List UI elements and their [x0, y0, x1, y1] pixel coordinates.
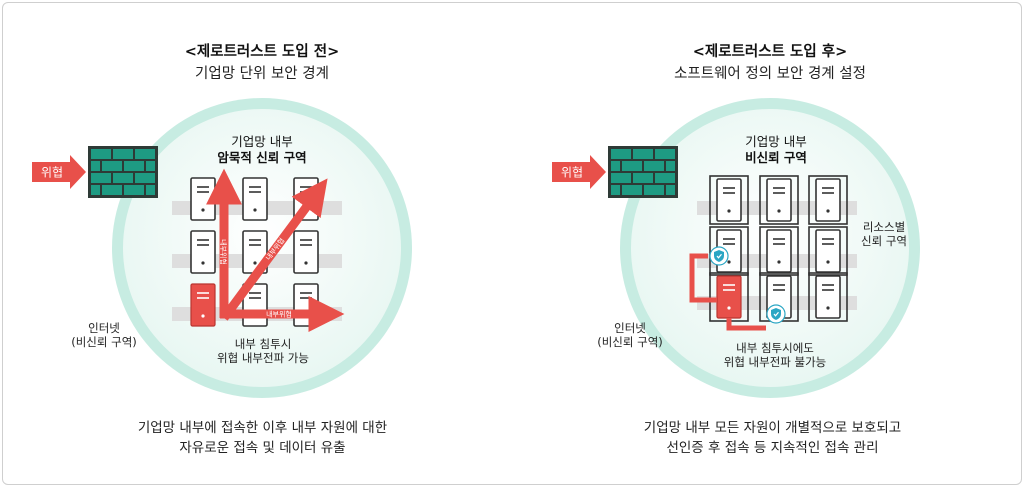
left-subtitle: 기업망 단위 보안 경계: [195, 66, 329, 82]
right-trust-zone-1: [709, 175, 749, 225]
right-resource-label-2: 신뢰 구역: [861, 234, 907, 248]
left-internet-label: 인터넷 (비신뢰 구역): [64, 321, 144, 349]
right-server-9: [815, 275, 841, 319]
left-server-6: [293, 230, 319, 274]
right-blocked-path-up: [689, 253, 717, 303]
left-threat-arrow: [32, 155, 86, 189]
right-inner-label: 기업망 내부 비신뢰 구역: [706, 134, 846, 166]
left-internet-label-2: (비신뢰 구역): [71, 335, 137, 349]
right-caption: 기업망 내부 모든 자원이 개별적으로 보호되고 선인증 후 접속 등 지속적인…: [600, 418, 945, 458]
left-server-9: [293, 283, 319, 327]
right-server-1: [716, 178, 742, 222]
right-caption-2: 선인증 후 접속 등 지속적인 접속 관리: [666, 440, 879, 456]
left-arrow-vertical-label: 내부위협: [219, 239, 228, 265]
left-intrusion-label: 내부 침투시 위협 내부전파 가능: [198, 337, 328, 365]
left-server-compromised: [190, 283, 216, 327]
right-server-5: [766, 229, 792, 273]
left-server-2: [242, 177, 268, 221]
right-internet-label: 인터넷 (비신뢰 구역): [590, 321, 670, 349]
left-server-1: [190, 177, 216, 221]
left-zone: 내부위협 내부위협 내부위협 위협: [32, 98, 412, 398]
left-caption-1: 기업망 내부에 접속한 이후 내부 자원에 대한: [137, 420, 388, 436]
right-inner-label-1: 기업망 내부: [745, 134, 807, 149]
right-trust-zone-9: [808, 272, 848, 322]
right-trust-zone-4: [709, 226, 749, 276]
left-intrusion-label-2: 위협 내부전파 가능: [217, 351, 309, 365]
right-intrusion-label-1: 내부 침투시에도: [736, 341, 814, 355]
right-threat-arrow: [552, 155, 606, 189]
left-caption-2: 자유로운 접속 및 데이터 유출: [179, 440, 346, 456]
right-trust-zone-2: [759, 175, 799, 225]
right-resource-label: 리소스별 신뢰 구역: [854, 220, 914, 248]
right-threat-label: 위협: [561, 166, 583, 180]
left-arrow-horizontal-label: 내부위협: [266, 310, 292, 319]
left-title: <제로트러스트 도입 전>: [184, 44, 340, 60]
left-inner-label-1: 기업망 내부: [231, 134, 293, 149]
left-firewall-icon: [88, 146, 158, 198]
right-server-compromised: [716, 275, 742, 319]
right-trust-zone-6: [808, 226, 848, 276]
right-trust-zone-3: [808, 175, 848, 225]
left-server-4: [190, 230, 216, 274]
left-intrusion-label-1: 내부 침투시: [234, 337, 292, 351]
right-subtitle: 소프트웨어 정의 보안 경계 설정: [674, 66, 866, 82]
left-caption: 기업망 내부에 접속한 이후 내부 자원에 대한 자유로운 접속 및 데이터 유…: [90, 418, 435, 458]
left-internet-label-1: 인터넷: [88, 321, 120, 335]
right-server-2: [766, 178, 792, 222]
right-zone: 위협: [552, 98, 920, 398]
right-blocked-path-right: [726, 318, 766, 331]
right-shield-icon-2: [766, 304, 786, 324]
left-threat-label: 위협: [41, 166, 63, 180]
right-internet-label-2: (비신뢰 구역): [597, 335, 663, 349]
right-server-3: [815, 178, 841, 222]
right-intrusion-label-2: 위협 내부전파 불가능: [723, 355, 827, 369]
right-resource-label-1: 리소스별: [862, 220, 906, 234]
left-inner-label: 기업망 내부 암묵적 신뢰 구역: [192, 134, 332, 166]
right-server-6: [815, 229, 841, 273]
left-inner-label-2: 암묵적 신뢰 구역: [217, 150, 307, 165]
right-inner-label-2: 비신뢰 구역: [745, 150, 807, 165]
right-internet-label-1: 인터넷: [614, 321, 646, 335]
right-shield-icon-1: [709, 246, 729, 266]
right-firewall-icon: [608, 146, 678, 198]
right-caption-1: 기업망 내부 모든 자원이 개별적으로 보호되고: [643, 420, 902, 436]
left-arrow-diagonal: [220, 178, 328, 321]
right-title: <제로트러스트 도입 후>: [692, 44, 848, 60]
right-intrusion-label: 내부 침투시에도 위협 내부전파 불가능: [705, 341, 845, 369]
right-trust-zone-5: [759, 226, 799, 276]
